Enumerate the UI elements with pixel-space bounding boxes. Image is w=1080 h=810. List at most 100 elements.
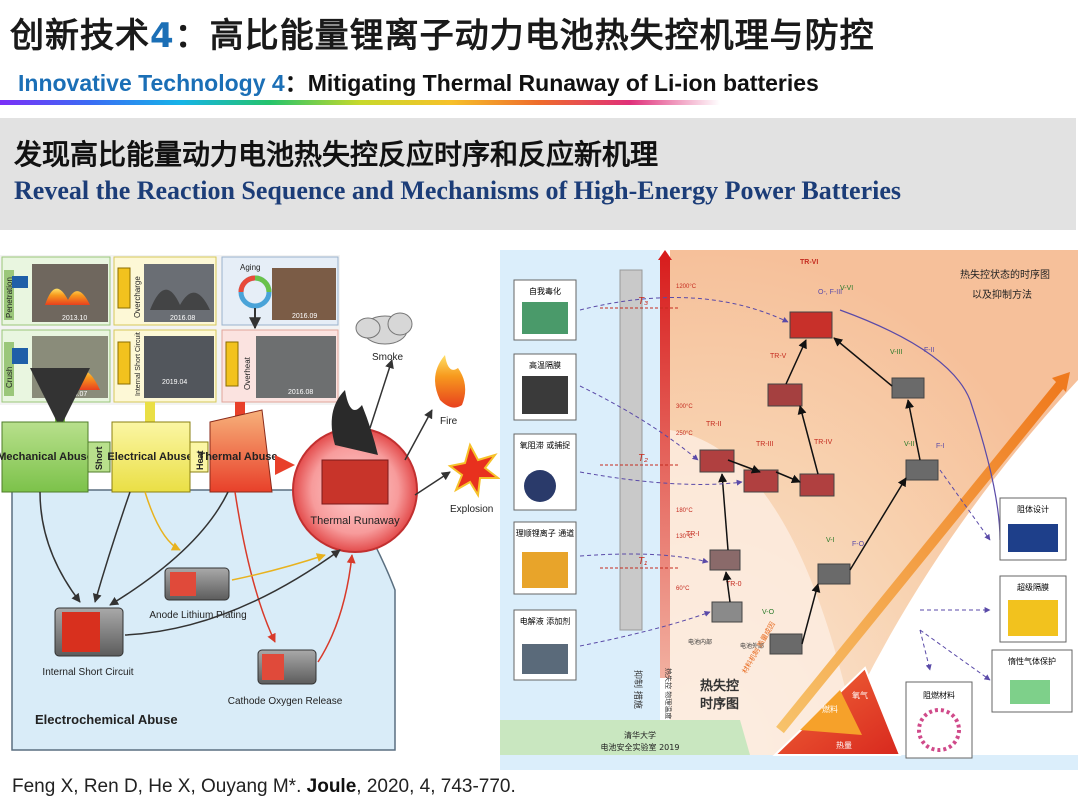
to-runaway-arrow (275, 455, 295, 475)
crush-label: Crush (5, 367, 14, 388)
thermal-runaway-mechanism-figure: Penetration 2013.10 Overcharge 2016.08 A… (0, 255, 500, 751)
right-method-4: 阻燃材料 (905, 681, 973, 759)
li-channel-label: 理顺锂离子 通道 (516, 528, 575, 538)
stage-f-i: F-I (936, 443, 945, 450)
explosion-label: Explosion (450, 504, 493, 515)
overcharge-label: Overcharge (133, 276, 142, 318)
temp-250: 250°C (676, 431, 693, 437)
svg-text:O-, F-III: O-, F-III (818, 289, 842, 296)
triangle-fuel: 燃料 (822, 704, 838, 714)
title-cn-rest: ：高比能量锂离子动力电池热失控机理与防控 (174, 16, 875, 56)
triangle-heat: 热量 (836, 740, 852, 750)
inert-gas-label: 惰性气体保护 (1008, 656, 1056, 666)
inside-label: 电池内部 (688, 638, 712, 646)
subtitle-cn: 发现高比能量动力电池热失控反应时序和反应新机理 (14, 138, 659, 171)
stage-v-ii: V-II (904, 441, 939, 481)
svg-text:V-III: V-III (890, 349, 903, 356)
oxygen-capture-label: 氧阻滞 或捕捉 (520, 440, 571, 450)
t1-marker: T₁ (638, 556, 647, 567)
center-label-line2: 时序图 (700, 696, 739, 712)
super-separator-label: 超级隔膜 (1017, 582, 1049, 592)
sequence-title-line1: 热失控状态的时序图 (960, 268, 1050, 281)
explosion-icon (447, 442, 500, 498)
subtitle-en: Reveal the Reaction Sequence and Mechani… (14, 176, 902, 205)
inhibition-axis-label: 抑制 措施 (632, 670, 644, 709)
internal-short-date: 2019.04 (162, 379, 187, 386)
smoke-plume (331, 390, 378, 455)
electrical-abuse-block (111, 421, 191, 493)
svg-text:V-I: V-I (826, 537, 835, 544)
sequence-title-line2: 以及抑制方法 (972, 288, 1032, 301)
temp-130: 130°C (676, 534, 693, 540)
thermal-abuse-label: Thermal Abuse (198, 451, 277, 463)
penetration-label: Penetration (5, 277, 14, 318)
overheat-photo (256, 336, 336, 398)
slide-title-cn: 创新技术4：高比能量锂离子动力电池热失控机理与防控 (10, 8, 875, 57)
title-cn-prefix: 创新技术 (10, 16, 150, 56)
internal-short-cell-label: Internal Short Circuit (42, 667, 133, 678)
overheat-date: 2016.08 (288, 389, 313, 396)
smoke-label: Smoke (372, 352, 404, 363)
cathode-oxygen-label: Cathode Oxygen Release (228, 696, 343, 707)
fire-label: Fire (440, 416, 458, 427)
title-en-prefix: Innovative Technology 4 (18, 70, 285, 96)
inhibition-column (619, 269, 643, 631)
stage-tr-vi: TR-VI (789, 259, 833, 339)
overcharge-date: 2016.08 (170, 315, 195, 322)
svg-text:TR-III: TR-III (756, 441, 774, 448)
electrical-abuse-label: Electrical Abuse (107, 451, 192, 463)
temp-300: 300°C (676, 404, 693, 410)
stage-tr-v: TR-V (767, 353, 803, 407)
internal-short-label: Internal Short Circuit (135, 332, 142, 396)
stage-tr-0: TR-0 (711, 581, 743, 623)
self-poisoning-label: 自我毒化 (529, 286, 561, 296)
mechanical-abuse-block (1, 421, 89, 493)
subtitle-panel (0, 118, 1076, 230)
left-method-2: 高温隔膜 (513, 353, 577, 421)
body-design-label: 阻体设计 (1017, 504, 1049, 514)
mechanical-abuse-label: Mechanical Abuse (0, 451, 93, 463)
svg-text:F-I: F-I (936, 443, 945, 450)
rainbow-divider (0, 100, 720, 105)
right-method-2: 超级隔膜 (999, 575, 1067, 643)
penetration-photo (32, 264, 108, 322)
title-en-rest: ：Mitigating Thermal Runaway of Li-ion ba… (284, 70, 819, 96)
overheat-label: Overheat (243, 356, 252, 390)
crush-press-icon (12, 348, 28, 364)
battery-icon-short (117, 341, 131, 385)
stage-tr-ii: TR-II (699, 421, 735, 473)
svg-text:V-II: V-II (904, 441, 915, 448)
citation: Feng X, Ren D, He X, Ouyang M*. Joule, 2… (12, 776, 516, 798)
flame-retardant-label: 阻燃材料 (923, 690, 955, 700)
footer-university: 清华大学 (624, 730, 656, 740)
penetration-date: 2013.10 (62, 315, 87, 322)
svg-text:TR-II: TR-II (706, 421, 722, 428)
stage-f-0: F-O (852, 541, 865, 548)
svg-text:TR-I: TR-I (686, 531, 700, 538)
outside-label: 电池外部 (740, 642, 764, 650)
svg-text:TR-IV: TR-IV (814, 439, 833, 446)
svg-text:V-VI: V-VI (840, 285, 853, 292)
electrolyte-additive-label: 电解液 添加剂 (520, 616, 571, 626)
stage-v-iii: V-III (890, 349, 925, 399)
citation-details: , 2020, 4, 743-770. (356, 776, 516, 797)
aging-photo (272, 268, 336, 320)
temp-1200: 1200°C (676, 284, 697, 290)
slide-title-en: Innovative Technology 4：Mitigating Therm… (18, 64, 819, 98)
temp-axis-label: 热失控 物理温度 (664, 668, 673, 719)
t2-marker: T₂ (638, 453, 648, 464)
battery-icon-overheat (225, 341, 239, 387)
anode-plating-label: Anode Lithium Plating (149, 610, 246, 621)
stage-v-i: V-I (817, 537, 851, 585)
stage-tr-i: TR-I (686, 531, 741, 571)
svg-text:F-II: F-II (924, 347, 935, 354)
center-label-line1: 热失控 (700, 678, 739, 694)
citation-authors: Feng X, Ren D, He X, Ouyang M*. (12, 776, 302, 797)
stage-v-vi: V-VI (840, 285, 853, 292)
stage-tr-iv: TR-IV (799, 439, 835, 497)
footer-band (500, 720, 750, 755)
footer-lab: 电池安全实验室 2019 (601, 742, 680, 752)
svg-text:F-O: F-O (852, 541, 865, 548)
aging-label: Aging (240, 263, 260, 272)
left-method-4: 理顺锂离子 通道 (513, 521, 577, 595)
